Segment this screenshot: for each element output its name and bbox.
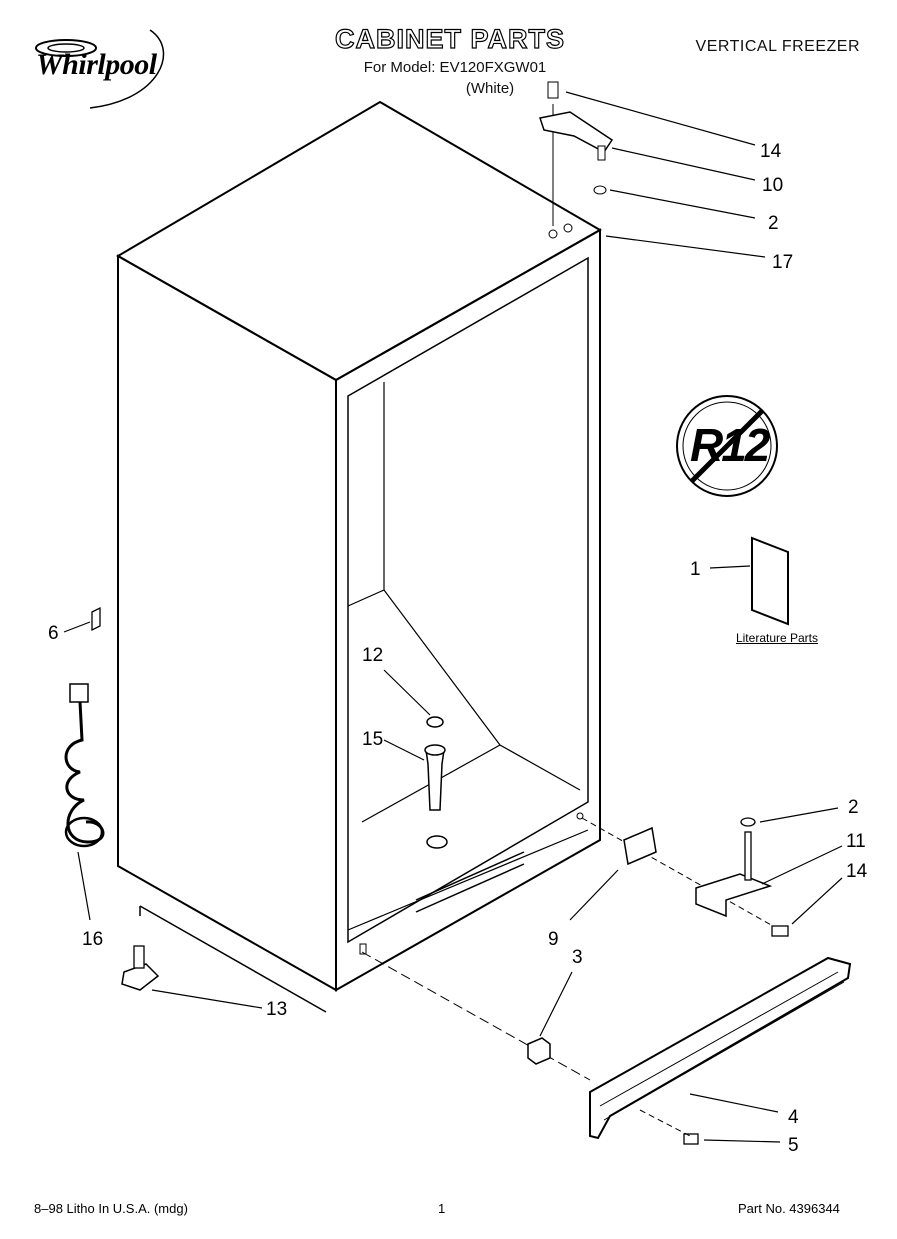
leader-4	[689, 1093, 779, 1113]
leader-15	[383, 739, 425, 761]
liner-floor-line	[383, 589, 581, 791]
color-line: (White)	[465, 80, 515, 97]
no-r12-slash	[690, 409, 764, 483]
footer-page-number: 1	[438, 1201, 446, 1216]
footer-part-number: Part No. 4396344	[738, 1201, 840, 1216]
no-r12-circle	[676, 395, 778, 497]
cabinet-door-opening	[347, 256, 589, 944]
callout-2-top: 2	[768, 213, 779, 234]
logo-swirl-outer	[35, 39, 97, 57]
callout-16: 16	[82, 929, 104, 950]
liner-back-edge	[347, 382, 385, 607]
callout-9: 9	[548, 929, 559, 950]
callout-15: 15	[362, 729, 384, 750]
hinge-bracket-9	[623, 826, 657, 866]
grille-alignment-line	[361, 951, 591, 1081]
leader-6	[63, 621, 91, 633]
brand-logo-text: Whirlpool	[36, 48, 157, 81]
screw-5-alignment	[639, 1109, 691, 1137]
toe-grille-ridge-1	[599, 971, 839, 1107]
grille-slot	[359, 943, 367, 955]
bottom-hinge-screw-14	[771, 925, 789, 937]
clip-part-6	[91, 606, 101, 632]
leader-1	[709, 565, 751, 569]
callout-13: 13	[266, 999, 288, 1020]
callout-3: 3	[572, 947, 583, 968]
top-hinge-screw	[547, 81, 559, 99]
leader-13	[151, 989, 263, 1009]
model-line: For Model: EV120FXGW01	[363, 59, 547, 76]
drain-tube-15	[425, 749, 445, 811]
toe-grille-ridge-2	[603, 981, 845, 1121]
bottom-washer	[740, 817, 756, 827]
callout-17: 17	[772, 252, 794, 273]
callout-5: 5	[788, 1135, 799, 1156]
callout-1: 1	[690, 559, 701, 580]
grille-screw-5	[683, 1133, 699, 1145]
leader-2-bottom	[759, 807, 839, 823]
leader-5	[703, 1139, 781, 1143]
cabinet-front	[335, 228, 601, 992]
callout-14-bottom: 14	[846, 861, 868, 882]
callout-14-top: 14	[760, 141, 782, 162]
power-cord-coil	[64, 816, 104, 848]
callout-4: 4	[788, 1107, 799, 1128]
leader-3	[539, 971, 573, 1037]
leader-17	[605, 235, 766, 258]
no-r12-badge-text: R12	[690, 419, 770, 471]
hinge-pin-hole-2	[563, 223, 573, 233]
leader-11	[761, 845, 843, 885]
no-r12-inner	[682, 401, 772, 491]
base-slot-2	[415, 863, 525, 913]
leader-16	[77, 851, 91, 921]
drain-plug-12	[426, 716, 444, 728]
bottom-hinge-11	[695, 873, 773, 918]
drain-hole	[426, 835, 448, 849]
base-slot-1	[415, 851, 525, 901]
callout-12: 12	[362, 645, 384, 666]
bottom-hinge-alignment	[581, 817, 781, 931]
bottom-hinge-hole	[576, 812, 584, 820]
leader-2-top	[609, 189, 756, 219]
power-cord-plug	[69, 683, 89, 703]
drain-tube-top	[424, 744, 446, 756]
top-washer	[593, 185, 607, 195]
grille-clip-3	[527, 1037, 551, 1065]
callout-10: 10	[762, 175, 784, 196]
hinge-pin-hole-1	[548, 229, 558, 239]
page-title: CABINET PARTS	[334, 23, 565, 54]
product-type: VERTICAL FREEZER	[695, 38, 860, 55]
cabinet-side	[117, 254, 337, 992]
logo-swirl-inner	[47, 43, 85, 53]
base-line	[347, 829, 589, 931]
leader-9	[569, 869, 619, 921]
bottom-hinge-pin	[744, 831, 752, 881]
leader-14-bottom	[791, 877, 843, 925]
footer-litho: 8–98 Litho In U.S.A. (mdg)	[34, 1201, 188, 1216]
cabinet-top	[116, 100, 603, 382]
top-hinge-pin	[597, 145, 606, 161]
callout-11: 11	[846, 831, 866, 852]
toe-grille-4	[589, 956, 852, 1140]
literature-booklet	[751, 536, 789, 626]
base-shadow-line	[139, 905, 327, 1013]
literature-parts-label: Literature Parts	[735, 631, 819, 645]
leveling-leg-screw	[133, 945, 145, 969]
callout-6: 6	[48, 623, 59, 644]
leader-10	[611, 147, 756, 181]
leader-14-top	[565, 91, 756, 146]
logo-arc	[89, 29, 165, 109]
leader-12	[383, 669, 431, 716]
callout-2-bottom: 2	[848, 797, 859, 818]
